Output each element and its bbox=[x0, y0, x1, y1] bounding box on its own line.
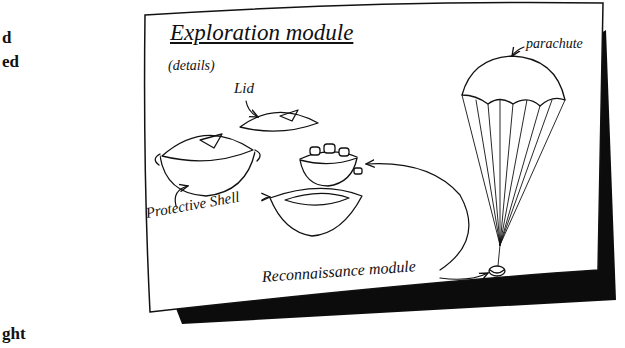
background-text: ed bbox=[2, 52, 19, 72]
parachute-drawing bbox=[462, 56, 565, 276]
background-text: d bbox=[2, 28, 11, 48]
background-text: ght bbox=[2, 324, 26, 344]
part-label: parachute bbox=[526, 36, 583, 52]
part-label: Lid bbox=[234, 80, 254, 97]
leader-arrows bbox=[175, 47, 524, 279]
protective-shell-bottom bbox=[270, 188, 362, 236]
subtitle-note: (details) bbox=[168, 58, 215, 74]
sheet-title: Exploration module bbox=[170, 20, 353, 46]
protective-shell-closed bbox=[155, 134, 260, 196]
paper-sheet bbox=[145, 3, 603, 313]
capsule-module bbox=[300, 144, 362, 186]
